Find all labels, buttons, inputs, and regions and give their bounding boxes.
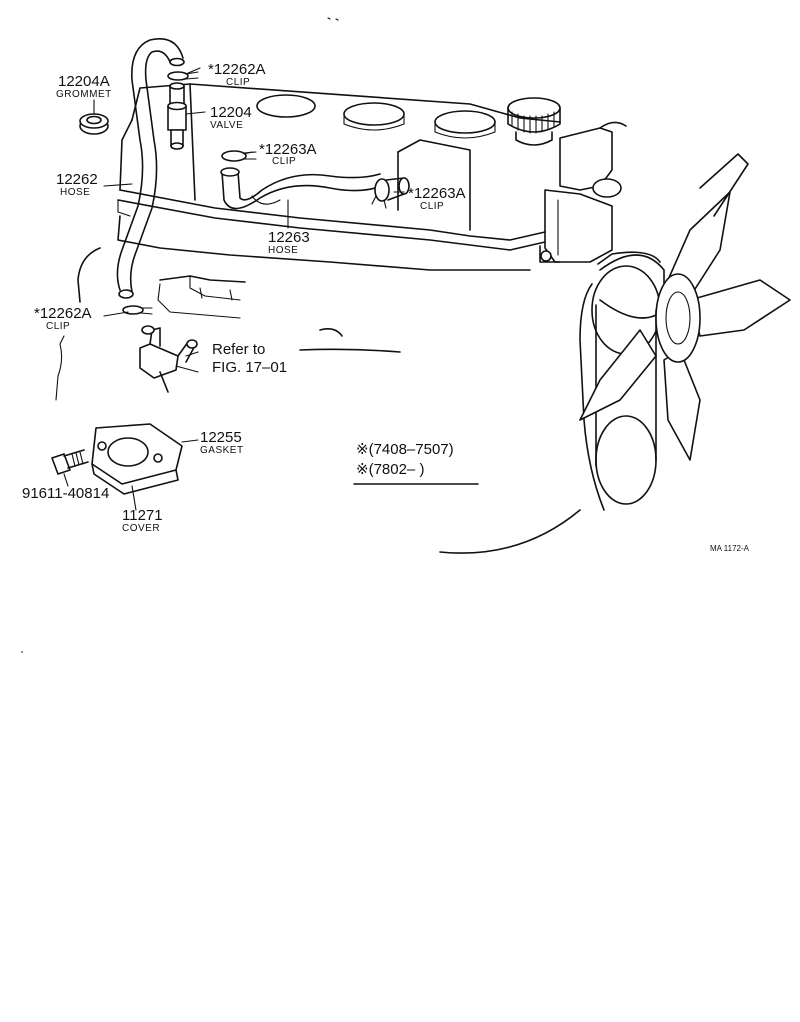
label-12262a-upper-number: *12262A	[208, 61, 266, 78]
label-12262a-upper-name: CLIP	[226, 77, 250, 88]
clip-12263a-upper	[221, 150, 257, 162]
fan-and-belt	[579, 153, 791, 511]
reference-line2: FIG. 17–01	[212, 359, 287, 376]
oil-filler-plug-1	[256, 94, 316, 118]
label-12263-number: 12263	[268, 229, 310, 246]
label-12255-number: 12255	[200, 429, 242, 446]
legend-line2: ※(7802– )	[356, 461, 424, 478]
bolt-91611-40814	[51, 449, 89, 475]
scan-mark	[327, 17, 339, 21]
figure-code: MA 1172-A	[710, 544, 750, 553]
label-12263a-upper-number: *12263A	[259, 141, 317, 158]
label-12263a-upper-name: CLIP	[272, 156, 296, 167]
cover-11271	[91, 463, 179, 495]
reference-line1: Refer to	[212, 341, 265, 358]
label-12204a-number: 12204A	[58, 73, 110, 90]
clip-12263a-lower	[371, 177, 410, 209]
label-11271-number: 11271	[122, 507, 163, 524]
clip-12262a-upper	[167, 71, 199, 81]
scan-dot	[21, 651, 23, 653]
label-12262-name: HOSE	[60, 187, 90, 198]
pcv-hose-12262	[116, 38, 185, 299]
label-91611-40814-number: 91611-40814	[22, 485, 109, 502]
label-12204-number: 12204	[210, 104, 252, 121]
gasket-12255	[91, 423, 183, 485]
label-12263a-lower-name: CLIP	[420, 201, 444, 212]
pcv-fitting	[139, 325, 198, 393]
label-12263a-lower-number: *12263A	[408, 185, 466, 202]
label-12263-name: HOSE	[268, 245, 298, 256]
label-12262-number: 12262	[56, 171, 98, 188]
label-12204a-name: GROMMET	[56, 89, 112, 100]
oil-filler-plug-2	[343, 102, 405, 131]
water-outlet	[539, 121, 627, 263]
label-12262a-lower-name: CLIP	[46, 321, 70, 332]
pcv-valve-12204	[167, 82, 187, 150]
engine-block-drawing	[77, 83, 791, 554]
label-12204-name: VALVE	[210, 120, 243, 131]
label-12255-name: GASKET	[200, 445, 244, 456]
grommet-12204a	[79, 113, 109, 135]
label-12262a-lower-number: *12262A	[34, 305, 92, 322]
label-11271-name: COVER	[122, 523, 160, 534]
leader-lines	[55, 67, 479, 511]
oil-filler-plug-3	[434, 110, 496, 139]
legend-line1: ※(7408–7507)	[356, 441, 454, 458]
part-labels: 12204A GROMMET *12262A CLIP 12204 VALVE …	[22, 61, 750, 553]
breather-hose-12263	[220, 167, 383, 210]
clip-12262a-lower	[122, 305, 153, 315]
oil-filler-cap	[507, 97, 561, 146]
